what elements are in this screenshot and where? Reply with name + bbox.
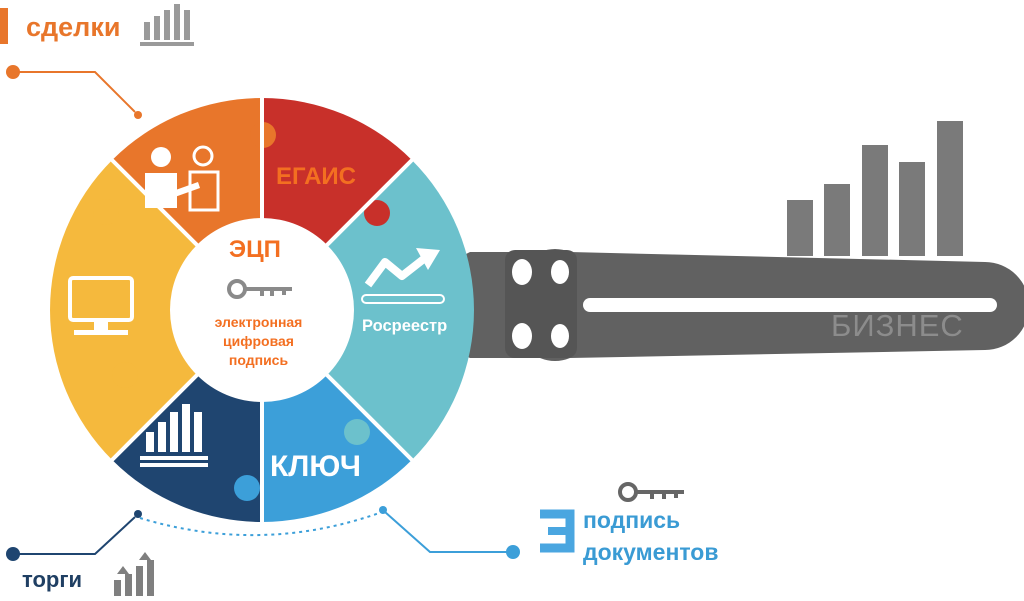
monitor-icon: [68, 276, 134, 335]
key-bars: [787, 121, 963, 256]
bar-chart-icon: [140, 4, 194, 46]
key-shaft: [430, 249, 1024, 361]
segment-rosreestr: [262, 160, 474, 460]
connectors: [6, 65, 520, 561]
sign-label-line2: документов: [583, 539, 719, 565]
bar-chart-icon: [140, 404, 208, 467]
bar-chart-arrows-icon: [114, 552, 154, 596]
key-icon: [227, 279, 292, 299]
deals-label: сделки: [26, 12, 121, 42]
rosreestr-label: Росреестр: [362, 317, 448, 335]
key-label: КЛЮЧ: [270, 450, 361, 483]
egais-label: ЕГАИС: [276, 163, 357, 190]
segment-computer: [50, 160, 262, 460]
sign-label-line1: подпись: [583, 507, 681, 533]
segment-deals: [112, 98, 262, 310]
auctions-label: торги: [22, 567, 83, 592]
segment-egais: [262, 98, 412, 310]
number-three-icon: [540, 509, 575, 553]
accent-bar: [0, 8, 8, 44]
center-subtitle-line1: электронная: [214, 314, 303, 330]
key-icon: [618, 482, 684, 502]
business-label: БИЗНЕС: [831, 308, 964, 343]
growth-chart-icon: [361, 248, 445, 304]
segment-key: [262, 310, 412, 522]
center-subtitle-line2: цифровая: [223, 333, 294, 349]
center-subtitle-line3: подпись: [228, 352, 289, 368]
center-title: ЭЦП: [229, 236, 281, 263]
puzzle-ring: [50, 96, 474, 524]
meeting-people-icon: [145, 145, 220, 212]
